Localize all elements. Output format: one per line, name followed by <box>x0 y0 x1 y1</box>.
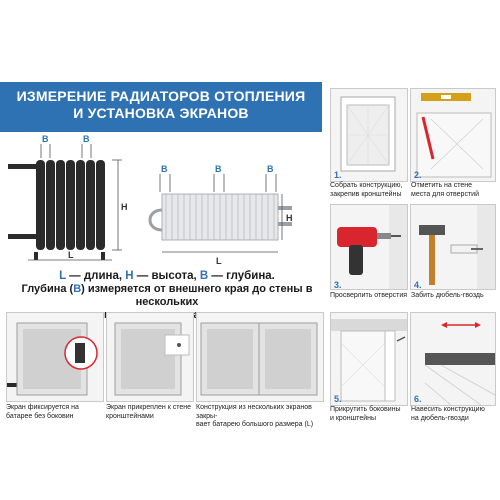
pipe-outlet <box>278 222 292 226</box>
pipe-loop <box>148 208 163 232</box>
screen-on-radiator-illustration <box>7 322 98 396</box>
step-5-panel <box>330 312 408 406</box>
height-label: Н <box>121 202 128 212</box>
bottom-caption: Экран прикреплен к стене кронштейнами <box>106 404 191 420</box>
hammer-dowel-illustration <box>419 205 495 289</box>
step-3-panel <box>330 204 408 290</box>
length-label: L <box>216 256 222 266</box>
page-title: ИЗМЕРЕНИЕ РАДИАТОРОВ ОТОПЛЕНИЯ И УСТАНОВ… <box>16 88 306 121</box>
pipe-top <box>8 164 36 169</box>
pipe-outlet <box>278 206 292 210</box>
step-caption: Отметить на стене места для отверстий <box>411 182 479 198</box>
bottom-panel-multiple-screens <box>196 312 324 402</box>
title-banner <box>0 82 322 132</box>
dimension-legend: L — длина, Н — высота, В — глубина. <box>59 270 275 282</box>
radiator-sections <box>36 160 105 250</box>
step-number: 5. <box>334 394 342 404</box>
screen-frame-illustration <box>340 96 396 172</box>
depth-label: В <box>215 164 222 174</box>
hang-screen-illustration <box>411 322 496 406</box>
step-number: 4. <box>414 280 422 290</box>
bottom-panel-no-sides <box>6 312 104 402</box>
bottom-caption: Конструкция из нескольких экранов закры-… <box>196 404 314 428</box>
convector-radiator-illustration: В В В Н L <box>148 164 293 266</box>
step-number: 3. <box>334 280 342 290</box>
height-label: Н <box>286 213 293 223</box>
step-6-panel <box>410 312 496 406</box>
step-caption: Навесить конструкцию на дюбель-гвозди <box>411 406 485 422</box>
multiple-screens-illustration <box>200 322 318 396</box>
step-caption: Просверлить отверстия <box>330 292 408 299</box>
step-number: 2. <box>414 170 422 180</box>
step-number: 1. <box>334 170 342 180</box>
cast-iron-radiator-illustration: В В Н L <box>8 134 128 261</box>
drill-illustration <box>337 205 407 289</box>
step-caption: Забить дюбель-гвоздь <box>411 292 484 299</box>
step-4-panel <box>410 204 496 290</box>
bottom-caption: Экран фиксируется на батарее без боковин <box>6 404 79 420</box>
step-number: 6. <box>414 394 422 404</box>
length-label: L <box>68 250 74 260</box>
step-caption: Собрать конструкцию, закрепив кронштейны <box>330 182 403 198</box>
convector-fins <box>161 193 279 241</box>
bottom-panel-wall-brackets <box>106 312 194 402</box>
step-caption: Прикрутить боковины и кронштейны <box>330 406 401 422</box>
pipe-bottom <box>8 234 36 239</box>
step-2-panel <box>410 88 496 182</box>
depth-label: В <box>83 134 90 144</box>
depth-label: В <box>161 164 168 174</box>
depth-label: В <box>42 134 49 144</box>
screen-wall-mounted-illustration <box>114 322 190 396</box>
mark-wall-illustration <box>416 93 492 178</box>
depth-label: В <box>267 164 274 174</box>
step-1-panel <box>330 88 408 182</box>
attach-sides-illustration <box>331 319 407 402</box>
